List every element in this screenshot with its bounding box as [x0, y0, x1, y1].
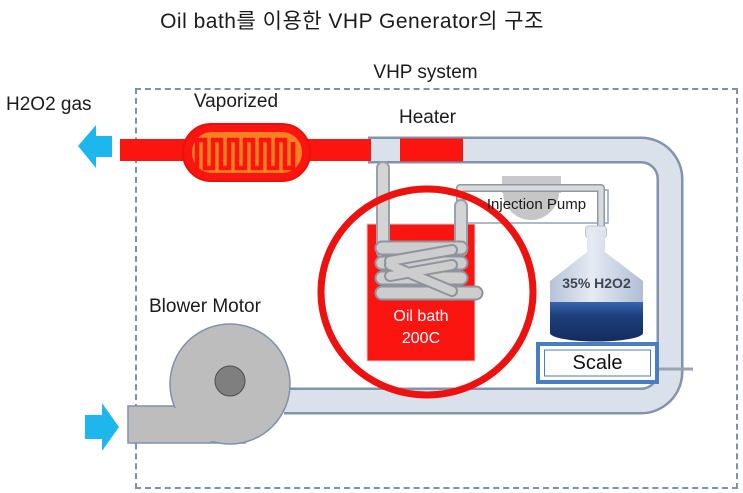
vaporizer-shape: [182, 123, 311, 182]
heater-element: [400, 138, 463, 162]
vhp-system-boundary: [135, 88, 738, 489]
scale-label: Scale: [572, 351, 623, 374]
gas-out-arrow-icon: [78, 125, 112, 168]
h2o2-gas-label: H2O2 gas: [6, 94, 92, 115]
vaporizer-label: Vaporized: [193, 91, 279, 112]
oil-bath-label-line1: Oil bath: [393, 308, 449, 325]
flask-label: 35% H2O2: [562, 275, 631, 291]
blower-motor-shape: [127, 323, 291, 445]
vhp-system-label: VHP system: [373, 62, 478, 83]
heating-coil: [374, 240, 484, 301]
main-circulation-pipe: [284, 136, 684, 415]
heater-label: Heater: [398, 107, 457, 128]
blower-motor-label: Blower Motor: [149, 296, 261, 317]
h2o2-flask: [550, 225, 643, 342]
page-title: Oil bath를 이용한 VHP Generator의 구조: [160, 10, 544, 33]
injection-pump-label: Injection Pump: [486, 196, 587, 213]
highlight-circle: [317, 185, 537, 399]
air-in-arrow-icon: [85, 403, 119, 451]
scale-box-frame: [536, 342, 659, 384]
oil-bath-label-line2: 200C: [401, 330, 441, 347]
oil-bath-label: Oil bath 200C: [366, 306, 476, 350]
